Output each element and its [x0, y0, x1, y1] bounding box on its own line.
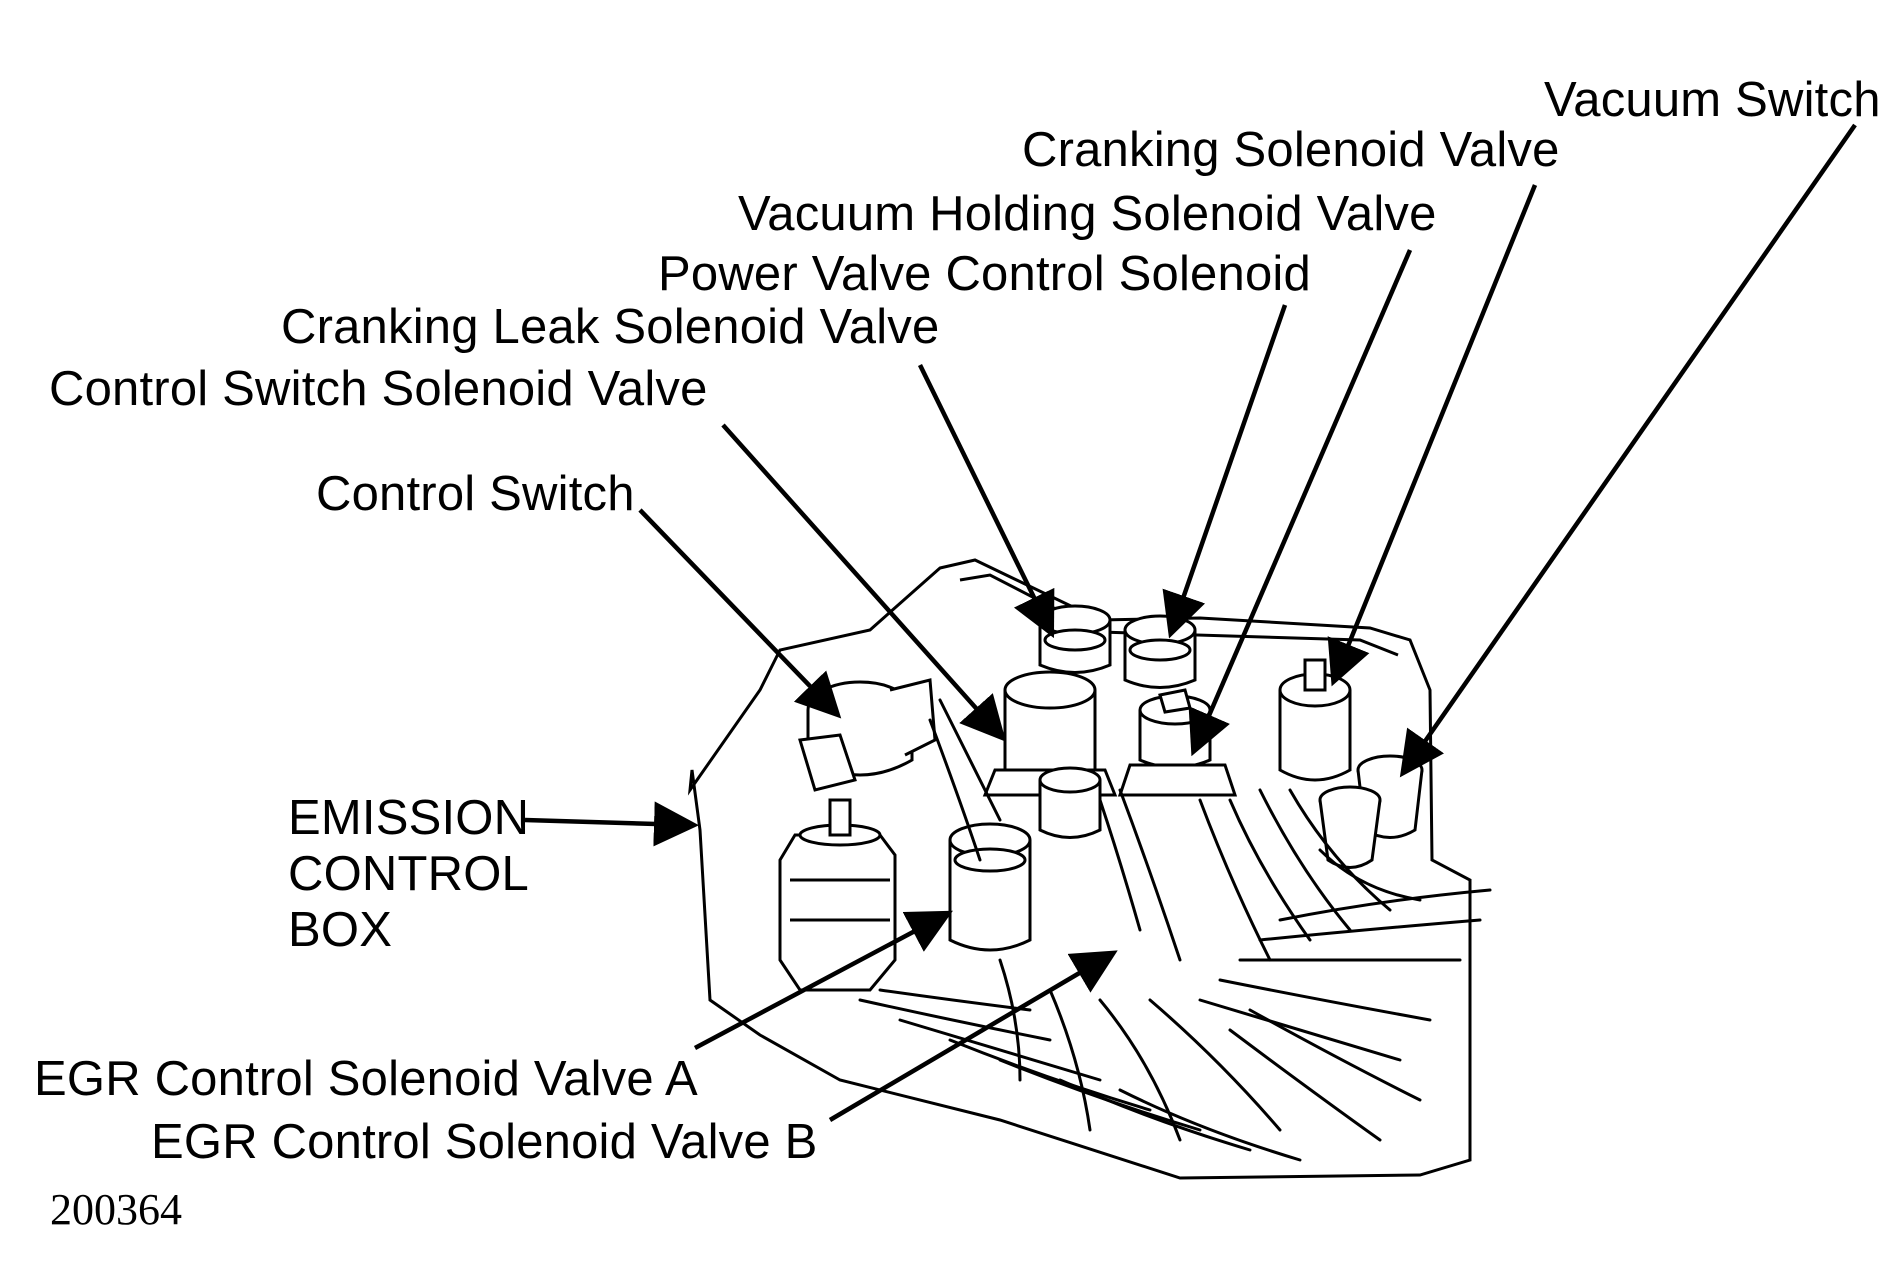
lower-cylinder-mid [1038, 766, 1102, 839]
middle-small-cylinder [1117, 688, 1238, 797]
arrow-cranking-solenoid-valve [1327, 184, 1538, 687]
label-power-valve-control-solenoid: Power Valve Control Solenoid [658, 247, 1311, 301]
arrow-power-valve-control-solenoid [1162, 304, 1288, 639]
leader-arrows [524, 123, 1857, 1122]
label-egr-control-solenoid-valve-a: EGR Control Solenoid Valve A [34, 1052, 698, 1106]
arrow-egr-control-solenoid-valve-a [693, 910, 953, 1050]
label-emission-control-box-line-1: EMISSION [288, 791, 530, 845]
upper-cylinder-left [1038, 604, 1112, 674]
lower-cylinder-left [948, 822, 1032, 952]
label-cranking-solenoid-valve: Cranking Solenoid Valve [1022, 123, 1560, 177]
label-control-switch-solenoid-valve: Control Switch Solenoid Valve [49, 362, 708, 416]
vacuum-switch-drawing [1278, 658, 1352, 782]
arrow-emission-control-box [524, 801, 699, 847]
label-vacuum-holding-solenoid-valve: Vacuum Holding Solenoid Valve [738, 187, 1437, 241]
label-egr-control-solenoid-valve-b: EGR Control Solenoid Valve B [151, 1115, 818, 1169]
label-vacuum-switch: Vacuum Switch [1544, 73, 1881, 127]
left-solenoid-drawing [778, 798, 897, 992]
label-emission-control-box-line-3: BOX [288, 903, 393, 957]
arrow-control-switch [638, 508, 842, 719]
hoses [858, 698, 1492, 1162]
arrow-cranking-leak-solenoid-valve [917, 364, 1055, 639]
components [778, 604, 1424, 992]
arrow-vacuum-switch [1399, 123, 1857, 778]
arrow-vacuum-holding-solenoid-valve [1188, 249, 1413, 757]
right-valve-drawing [1318, 754, 1424, 869]
label-cranking-leak-solenoid-valve: Cranking Leak Solenoid Valve [281, 300, 940, 354]
arrow-egr-control-solenoid-valve-b [828, 950, 1118, 1122]
arrow-control-switch-solenoid-valve [721, 423, 1006, 742]
upper-cylinder-right [1123, 614, 1197, 689]
figure-number: 200364 [50, 1185, 182, 1234]
label-emission-control-box: EMISSION CONTROL BOX [288, 790, 529, 958]
label-emission-control-box-line-2: CONTROL [288, 847, 529, 901]
label-control-switch: Control Switch [316, 467, 635, 521]
